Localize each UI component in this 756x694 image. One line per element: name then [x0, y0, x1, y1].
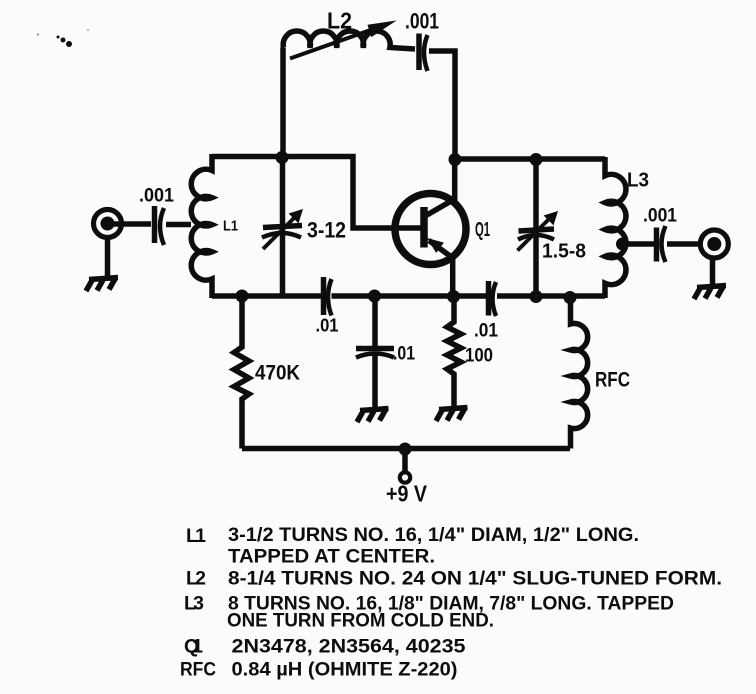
svg-text:ONE TURN FROM COLD END.: ONE TURN FROM COLD END. — [227, 610, 494, 632]
svg-text:2N3478, 2N3564, 40235: 2N3478, 2N3564, 40235 — [232, 636, 466, 658]
svg-text:8-1/4 TURNS NO. 24 ON 1/4" SLU: 8-1/4 TURNS NO. 24 ON 1/4" SLUG-TUNED FO… — [228, 568, 722, 590]
svg-text:470K: 470K — [255, 362, 300, 385]
svg-text:0.84 µH (OHMITE Z-220): 0.84 µH (OHMITE Z-220) — [232, 659, 458, 681]
svg-text:Q1: Q1 — [184, 636, 203, 658]
svg-text:8 TURNS NO. 16, 1/8" DIAM, 7/8: 8 TURNS NO. 16, 1/8" DIAM, 7/8" LONG. TA… — [228, 593, 674, 615]
svg-text:.01: .01 — [474, 321, 498, 342]
svg-text:.01: .01 — [393, 344, 415, 365]
svg-text:L1: L1 — [223, 218, 238, 235]
svg-text:L2: L2 — [327, 8, 352, 34]
svg-text:1.5-8: 1.5-8 — [542, 241, 586, 263]
svg-text:+9 V: +9 V — [386, 481, 428, 507]
svg-text:3-1/2 TURNS NO. 16, 1/4" DIAM,: 3-1/2 TURNS NO. 16, 1/4" DIAM, 1/2" LONG… — [228, 524, 639, 546]
svg-text:100: 100 — [465, 346, 493, 367]
svg-text:Q1: Q1 — [475, 218, 490, 241]
svg-text:.01: .01 — [316, 316, 339, 336]
svg-text:3-12: 3-12 — [307, 218, 346, 243]
svg-text:.001: .001 — [405, 9, 439, 34]
svg-text:L3: L3 — [184, 593, 204, 615]
svg-text:L2: L2 — [186, 568, 206, 590]
svg-text:.001: .001 — [643, 206, 677, 227]
svg-text:L1: L1 — [186, 525, 206, 547]
svg-text:.001: .001 — [139, 186, 174, 207]
svg-text:L3: L3 — [627, 170, 649, 192]
svg-text:TAPPED AT CENTER.: TAPPED AT CENTER. — [228, 546, 435, 568]
svg-text:RFC: RFC — [180, 659, 216, 681]
svg-text:RFC: RFC — [595, 369, 630, 392]
